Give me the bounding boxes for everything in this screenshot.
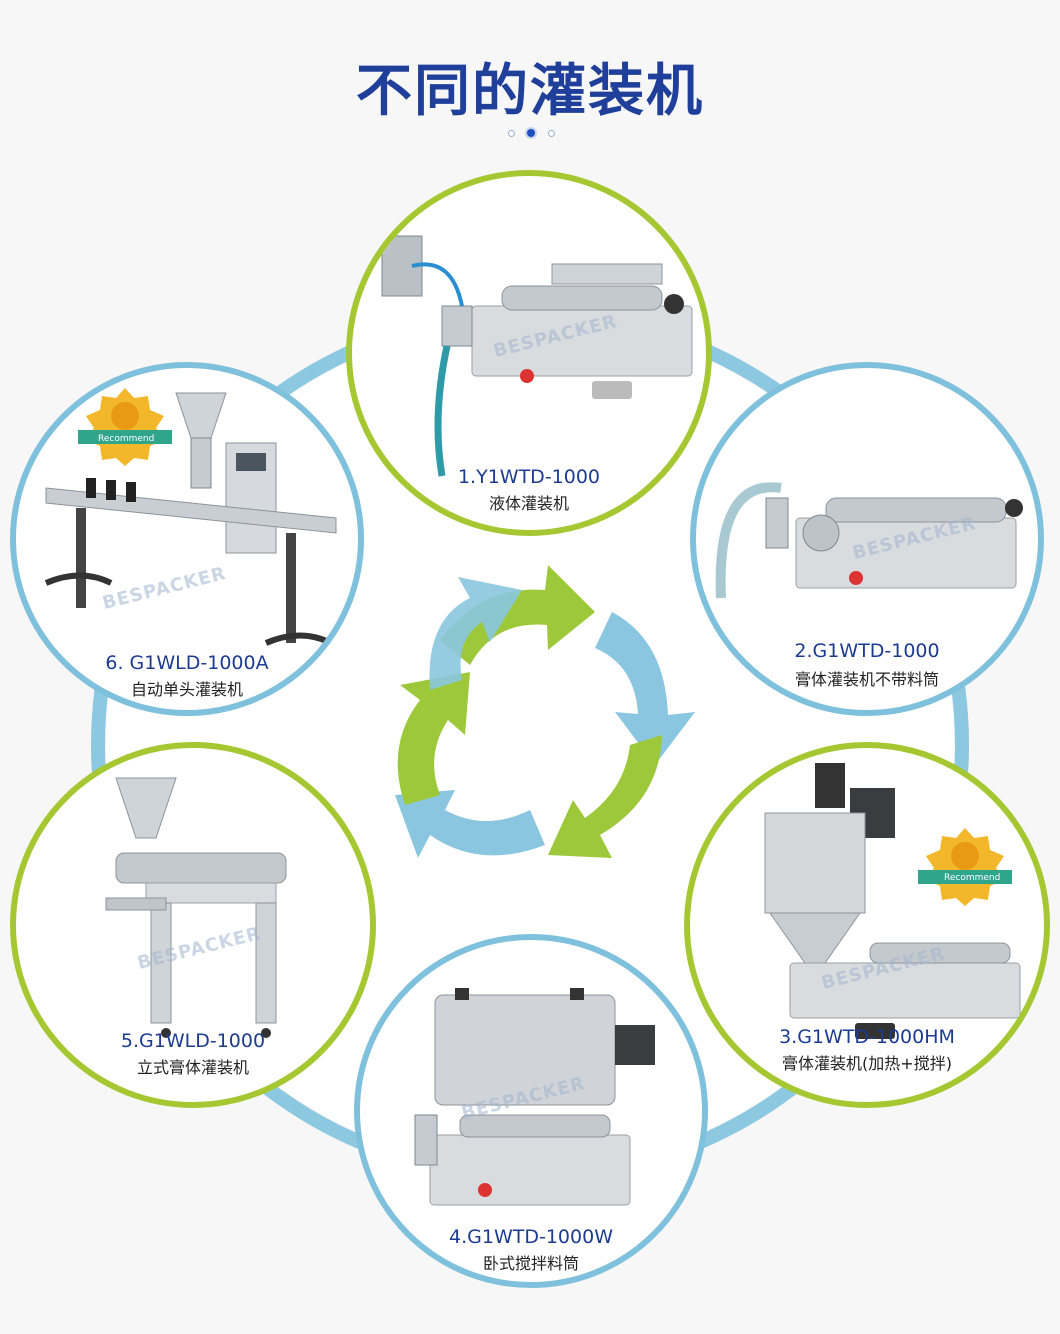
paste-filler-image [715,482,1023,599]
pagination-dot-active[interactable] [525,127,537,139]
machine-code-3: 3.G1WTD-1000HM [779,1026,955,1048]
heated-mixing-filler-image [764,763,1021,1039]
machine-code-6: 6. G1WLD-1000A [105,652,269,674]
machine-code-1: 1.Y1WTD-1000 [457,466,601,488]
liquid-filler-image [381,235,693,477]
machine-card-4[interactable]: BESPACKER 4.G1WTD-1000W 卧式搅拌料筒 [354,934,708,1288]
machine-card-6[interactable]: Recommend BESPACKER 6. G1WLD-1000A 自动单头灌… [10,362,364,716]
machine-name-2: 膏体灌装机不带料筒 [794,670,939,689]
auto-single-head-filler-image [44,392,337,646]
machine-code-4: 4.G1WTD-1000W [449,1226,613,1248]
machine-name-5: 立式膏体灌装机 [136,1058,249,1077]
recommend-badge-label: Recommend [944,873,1001,883]
page-title: 不同的灌装机 [356,59,704,124]
machine-card-5[interactable]: BESPACKER 5.G1WLD-1000 立式膏体灌装机 [10,742,376,1108]
recommend-badge-icon [78,388,172,466]
horizontal-mixer-filler-image [414,988,655,1206]
pagination-dot[interactable] [508,130,515,137]
machine-name-3: 膏体灌装机(加热+搅拌) [782,1054,952,1073]
machine-card-1[interactable]: BESPACKER 1.Y1WTD-1000 液体灌装机 [346,170,712,536]
machine-name-1: 液体灌装机 [488,494,569,513]
machine-name-6: 自动单头灌装机 [130,680,243,699]
machine-card-2[interactable]: BESPACKER 2.G1WTD-1000 膏体灌装机不带料筒 [690,362,1044,716]
machine-name-4: 卧式搅拌料筒 [482,1254,579,1273]
machine-code-5: 5.G1WLD-1000 [120,1030,266,1052]
machine-card-3[interactable]: Recommend BESPACKER 3.G1WTD-1000HM 膏体灌装机… [684,742,1050,1108]
recommend-badge-icon [918,828,1012,906]
machine-code-2: 2.G1WTD-1000 [794,640,940,662]
recommend-badge-label: Recommend [98,434,155,444]
pagination-dots [506,127,556,141]
vertical-paste-filler-image [105,777,287,1038]
pagination-dot[interactable] [548,130,555,137]
cycle-arrows-icon [395,565,695,858]
